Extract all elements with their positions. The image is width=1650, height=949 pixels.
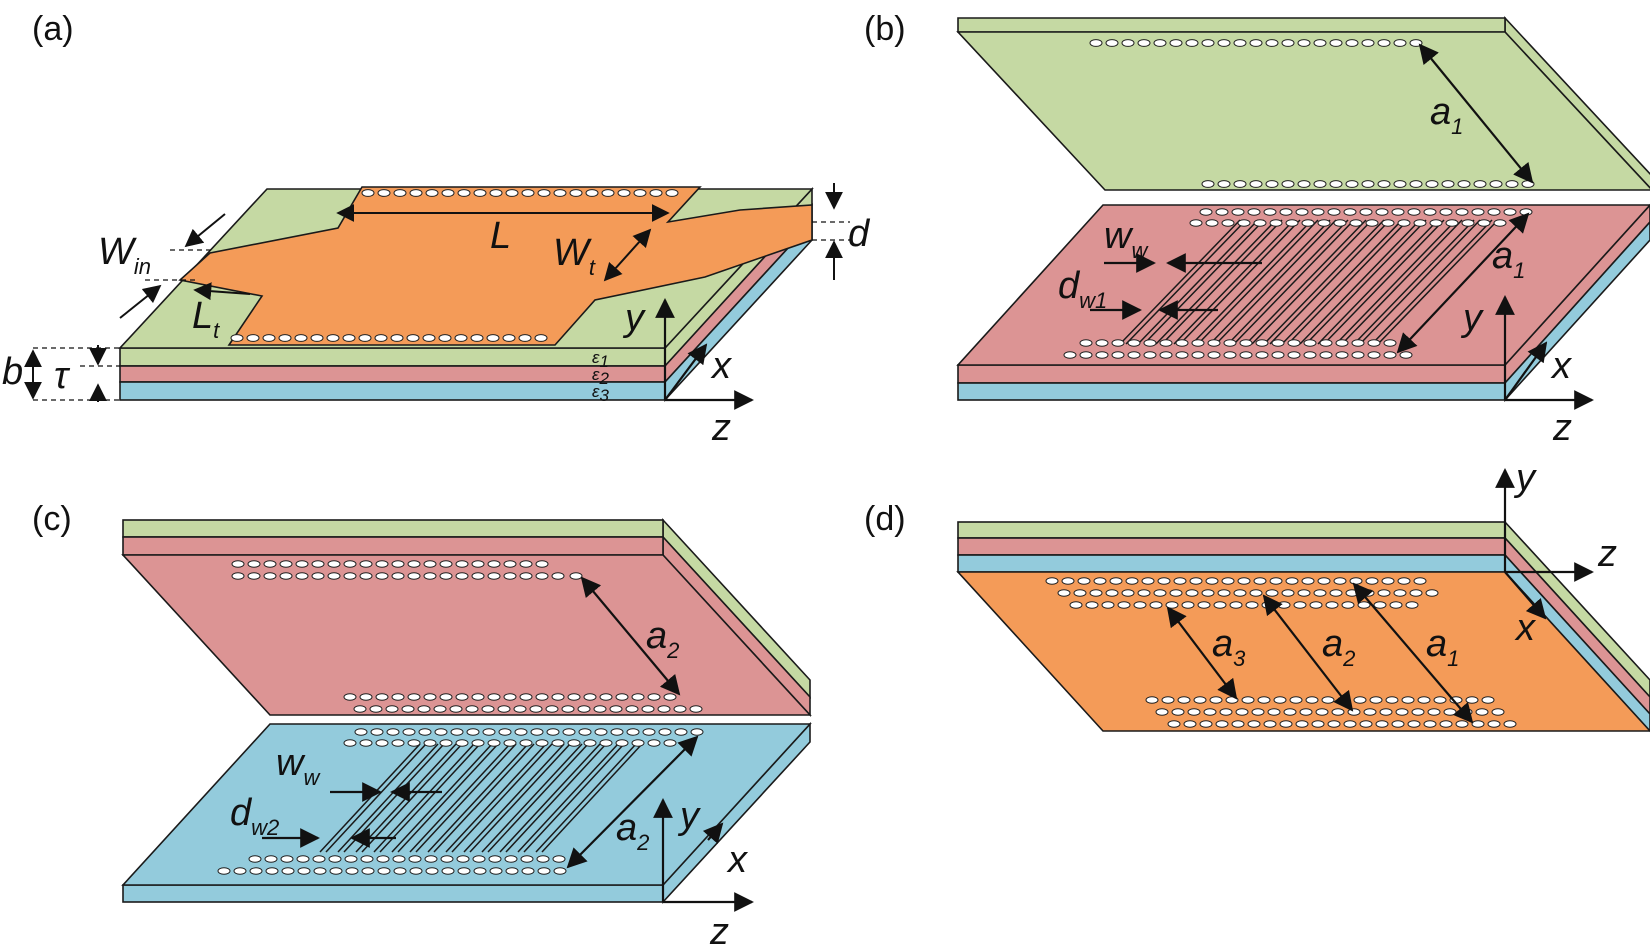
label-a1-bottom: a1 xyxy=(1492,235,1525,283)
panel-d-edge-blue xyxy=(957,554,1506,573)
panel-c-vias-upper xyxy=(231,560,703,713)
panel-c-axis-y-label: y xyxy=(677,795,701,837)
panel-b-axis-y-label: y xyxy=(1460,297,1484,339)
panel-c-axis-z-label: z xyxy=(709,911,729,949)
label-a3: a3 xyxy=(1212,623,1246,671)
panel-a-layer-eps2 xyxy=(119,365,666,383)
panel-a-layer-eps3 xyxy=(119,381,666,401)
label-Lt: Lt xyxy=(192,295,220,343)
panel-a-axis-y-label: y xyxy=(622,297,646,339)
dim-a3-arrow xyxy=(1166,606,1238,700)
panel-c-axis-x-label: x xyxy=(726,839,749,881)
panel-a-metal-patch xyxy=(178,186,813,346)
dim-a1-d-arrow xyxy=(1352,582,1474,724)
label-ww-c: ww xyxy=(276,742,321,790)
dim-a2-d-arrow xyxy=(1262,594,1354,712)
label-eps2: ε2 xyxy=(592,365,609,388)
panel-b-vias-upper xyxy=(1089,39,1535,188)
panel-a: (a) xyxy=(2,10,871,449)
panel-d-axes xyxy=(1495,468,1594,620)
panel-d-axis-x xyxy=(1504,571,1547,620)
dim-a1-top-arrow xyxy=(1418,43,1534,184)
panel-d-axis-z-label: z xyxy=(1597,533,1617,575)
panel-c-axes xyxy=(653,798,754,912)
panel-a-board xyxy=(118,186,814,403)
dim-a1-bottom-arrow xyxy=(1396,212,1530,354)
label-d: d xyxy=(848,213,871,255)
panel-d-axis-x-label: x xyxy=(1514,607,1537,649)
label-tau: τ xyxy=(54,355,71,397)
panel-a-layer-eps1 xyxy=(119,347,666,367)
panel-c-label: (c) xyxy=(32,500,72,538)
label-eps1: ε1 xyxy=(592,348,609,371)
label-eps3: ε3 xyxy=(592,382,609,405)
panel-d: (d) a3 a2 xyxy=(864,457,1650,733)
label-dw1: dw1 xyxy=(1058,265,1107,313)
panel-c-dimensions xyxy=(262,576,699,869)
panel-b-dimensions xyxy=(1090,43,1534,354)
panel-a-axis-x xyxy=(664,343,708,401)
label-a2-top: a2 xyxy=(646,615,679,663)
panel-d-edge-pink xyxy=(957,537,1506,556)
label-a1-d: a1 xyxy=(1426,623,1459,671)
panel-a-axes xyxy=(655,298,754,410)
panel-c: (c) xyxy=(32,500,812,949)
panel-a-dimensions xyxy=(24,183,850,402)
label-a1-top: a1 xyxy=(1430,91,1463,139)
dim-Lt-arrow xyxy=(193,282,251,301)
panel-b-vias-lower xyxy=(1063,208,1533,359)
panel-a-vias-bottom xyxy=(230,334,548,342)
panel-a-label: (a) xyxy=(32,10,74,48)
panel-b-axis-z-label: z xyxy=(1552,407,1572,449)
label-a2-d: a2 xyxy=(1322,623,1355,671)
panel-c-board-front-blue xyxy=(122,884,664,903)
panel-b-axis-x-label: x xyxy=(1550,345,1573,387)
label-Win: Win xyxy=(98,231,151,279)
panel-c-top-edge-pink xyxy=(122,536,664,556)
dim-Win-lead-top xyxy=(184,213,226,248)
dim-a2-bottom-arrow xyxy=(566,735,699,869)
label-ww: ww xyxy=(1104,215,1149,263)
panel-d-edge-green xyxy=(957,521,1506,539)
panel-c-top-edge-green xyxy=(122,519,664,538)
label-L: L xyxy=(490,215,511,257)
panel-d-label: (d) xyxy=(864,500,906,538)
panel-b-top-plate-edge xyxy=(957,17,1506,33)
panel-b-label: (b) xyxy=(864,10,906,48)
dim-Wt-arrow xyxy=(603,228,652,282)
panel-b-board-front-pink xyxy=(957,364,1506,384)
label-Wt: Wt xyxy=(553,232,596,280)
panel-d-axis-y-label: y xyxy=(1513,457,1537,499)
dim-a2-top-arrow xyxy=(580,576,681,696)
panel-a-vias-top xyxy=(361,189,679,197)
panel-b-top-plate-face xyxy=(956,31,1650,191)
panel-b: (b) xyxy=(864,10,1650,449)
panel-c-axis-x xyxy=(702,822,724,844)
dim-Win-lead-bottom xyxy=(119,284,162,319)
label-b: b xyxy=(2,351,23,393)
label-a2-bottom: a2 xyxy=(616,807,649,855)
panel-d-dimensions xyxy=(1166,582,1474,724)
panel-a-axis-z-label: z xyxy=(711,407,731,449)
panel-b-axes xyxy=(1495,295,1594,410)
panel-b-axis-x xyxy=(1504,341,1548,401)
panel-b-board-front-blue xyxy=(957,382,1506,401)
panel-a-axis-x-label: x xyxy=(710,345,733,387)
label-dw2: dw2 xyxy=(230,792,279,840)
